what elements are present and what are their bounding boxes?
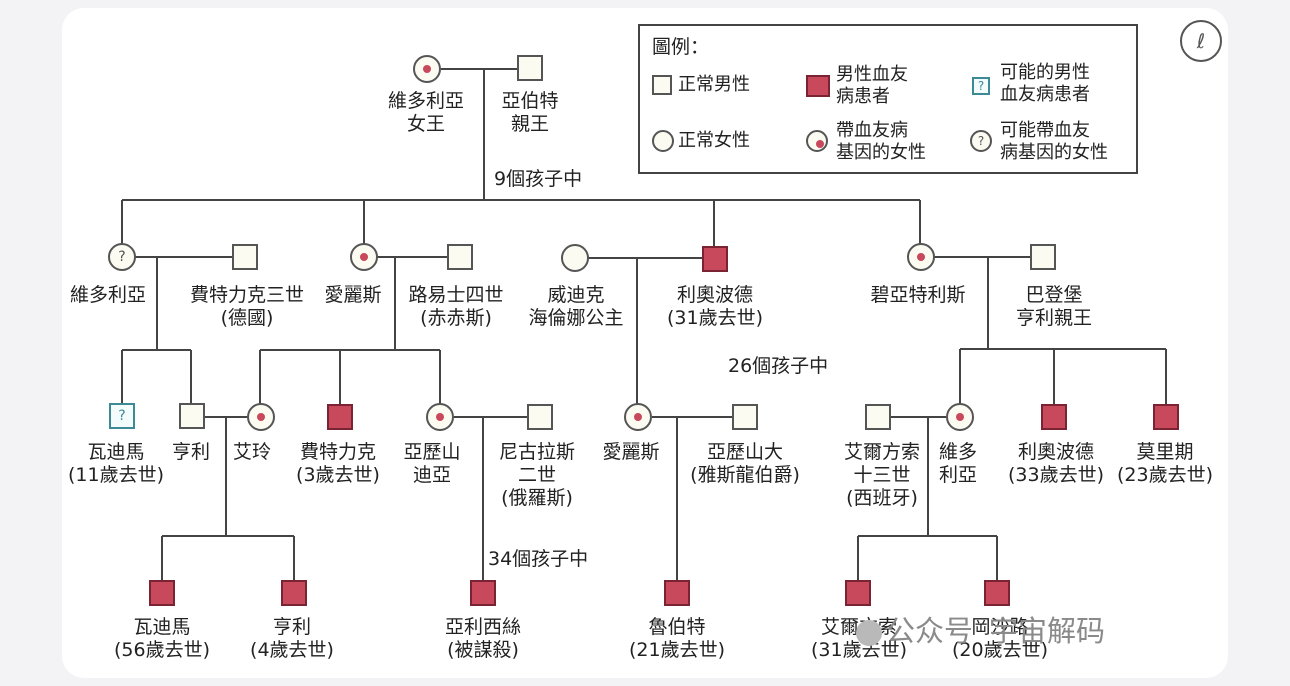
legend-normal-female-label: 正常女性 — [678, 130, 750, 151]
person-label-waldemar-11: 瓦迪馬(11歲去世) — [67, 441, 165, 486]
carrier-female-symbol — [426, 403, 454, 431]
person-label-alice-2: 愛麗斯 — [602, 441, 660, 463]
children-count-leopold: 26個孩子中 — [728, 355, 829, 377]
carrier-female-symbol — [247, 403, 275, 431]
affected-male-symbol — [702, 246, 728, 272]
normal-male-symbol — [232, 244, 258, 270]
affected-male-symbol — [845, 580, 871, 606]
person-label-alfonso-xiii: 艾爾方索十三世(西班牙) — [843, 441, 921, 509]
person-label-alice: 愛麗斯 — [324, 284, 382, 306]
children-count-alexandra: 34個孩子中 — [488, 548, 589, 570]
legend-possible-carrier-icon: ? — [970, 130, 992, 152]
person-label-rupert: 魯伯特(21歲去世) — [628, 616, 726, 661]
person-label-leopold: 利奧波德(31歲去世) — [666, 284, 764, 329]
legend-possible-carrier-label: 可能帶血友病基因的女性 — [1000, 120, 1108, 163]
possible-carrier-female-symbol: ? — [108, 243, 136, 271]
possible-affected-male-symbol: ? — [109, 403, 135, 429]
person-label-albert: 亞伯特親王 — [501, 90, 559, 135]
person-label-nicholas-ii: 尼古拉斯二世(俄羅斯) — [498, 441, 576, 509]
person-label-friedrich-hesse: 費特力克(3歲去世) — [296, 441, 380, 486]
carrier-female-symbol — [350, 243, 378, 271]
pedigree-lines — [121, 68, 1167, 580]
legend-box: 圖例： 正常男性 男性血友病患者 ? 可能的男性血友病患者 正常女性 帶血友病基… — [638, 24, 1138, 174]
person-label-helena: 威迪克海倫娜公主 — [528, 284, 624, 329]
legend-normal-male-label: 正常男性 — [678, 74, 750, 95]
affected-male-symbol — [281, 580, 307, 606]
person-label-waldemar-56: 瓦迪馬(56歲去世) — [113, 616, 211, 661]
person-label-henry-prussia: 亨利 — [171, 441, 211, 463]
person-label-ludwig-iv: 路易士四世(赤赤斯) — [408, 284, 504, 329]
watermark-source: 公众号 — [886, 614, 974, 648]
legend-affected-male-label: 男性血友病患者 — [836, 64, 908, 107]
legend-normal-male-icon — [652, 75, 672, 95]
person-label-alexandra: 亞歷山迪亞 — [403, 441, 461, 486]
person-label-leopold-2: 利奧波德(33歲去世) — [1007, 441, 1105, 486]
person-label-henry-battenberg: 巴登堡亨利親王 — [1015, 284, 1093, 329]
affected-male-symbol — [327, 404, 353, 430]
affected-male-symbol — [470, 580, 496, 606]
person-label-victoria-daughter: 維多利亞 — [69, 284, 147, 306]
person-label-friedrich-iii: 費特力克三世(德國) — [189, 284, 305, 329]
wechat-icon — [856, 620, 882, 646]
normal-male-symbol — [527, 404, 553, 430]
legend-carrier-female-icon — [806, 130, 828, 152]
affected-male-symbol — [149, 580, 175, 606]
affected-male-symbol — [1153, 404, 1179, 430]
normal-male-symbol — [732, 404, 758, 430]
carrier-female-symbol — [907, 243, 935, 271]
normal-male-symbol — [517, 55, 543, 81]
carrier-female-symbol — [413, 55, 441, 83]
legend-carrier-female-label: 帶血友病基因的女性 — [836, 120, 926, 163]
person-label-heinrich: 亨利(4歲去世) — [250, 616, 334, 661]
publisher-logo-icon: ℓ — [1180, 20, 1222, 62]
normal-male-symbol — [865, 404, 891, 430]
legend-possible-male-icon: ? — [972, 77, 990, 95]
person-label-victoria-eugenie: 維多利亞 — [938, 441, 978, 486]
normal-male-symbol — [179, 403, 205, 429]
watermark: 公众号宇宙解码 — [856, 608, 1105, 650]
legend-affected-male-icon — [806, 75, 830, 97]
affected-male-symbol — [984, 580, 1010, 606]
legend-normal-female-icon — [652, 130, 674, 152]
affected-male-symbol — [664, 580, 690, 606]
legend-title: 圖例： — [652, 36, 710, 58]
legend-possible-male-label: 可能的男性血友病患者 — [1000, 62, 1090, 105]
affected-male-symbol — [1041, 404, 1067, 430]
children-count-gen1: 9個孩子中 — [494, 168, 583, 190]
watermark-name: 宇宙解码 — [989, 614, 1106, 648]
carrier-female-symbol — [946, 403, 974, 431]
normal-female-symbol — [561, 244, 589, 272]
carrier-female-symbol — [624, 403, 652, 431]
normal-male-symbol — [447, 244, 473, 270]
person-label-beatrice: 碧亞特利斯 — [870, 284, 966, 306]
normal-male-symbol — [1030, 244, 1056, 270]
person-label-alexander: 亞歷山大(雅斯龍伯爵) — [690, 441, 800, 486]
person-label-irene: 艾玲 — [232, 441, 272, 463]
pedigree-card: 維多利亞女王 亞伯特親王 9個孩子中 ? 維多利亞 費特力克三世(德國) 愛麗斯… — [62, 8, 1228, 678]
person-label-gonzalo: 岡沙路(20歲去世) — [951, 616, 1049, 661]
person-label-maurice: 莫里期(23歲去世) — [1116, 441, 1214, 486]
person-label-alexei: 亞利西絲(被謀殺) — [444, 616, 522, 661]
person-label-queen-victoria: 維多利亞女王 — [387, 90, 465, 135]
